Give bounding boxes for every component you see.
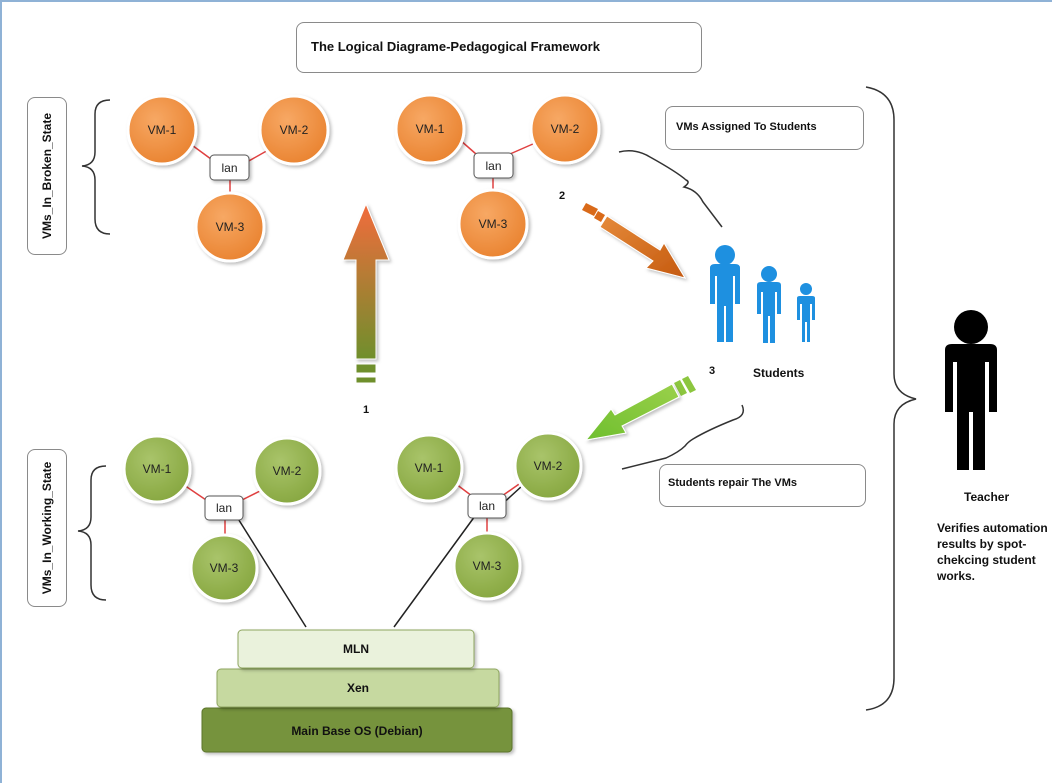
xen-layer bbox=[216, 668, 500, 708]
vm-label: VM-1 bbox=[416, 122, 445, 136]
vm-label: VM-2 bbox=[551, 122, 580, 136]
arrow-dash bbox=[682, 376, 696, 393]
step-2-label: 2 bbox=[559, 190, 565, 202]
lan-label: lan bbox=[479, 499, 495, 513]
lan-switch bbox=[467, 493, 507, 519]
broken-state-label-box: VMs_In_Broken_State bbox=[27, 97, 67, 255]
working-state-label-box: VMs_In_Working_State bbox=[27, 449, 67, 607]
step-3-label: 3 bbox=[709, 365, 715, 377]
vm-node bbox=[452, 531, 522, 601]
working-cluster-c: VM-1 VM-2 VM-3 lan bbox=[122, 434, 322, 628]
vm-node bbox=[394, 93, 466, 165]
vm-label: VM-2 bbox=[280, 123, 309, 137]
uplink-line bbox=[236, 516, 307, 628]
system-stack: Main Base OS (Debian) Xen MLN bbox=[201, 629, 513, 753]
broken-cluster-a: VM-1 VM-2 VM-3 lan bbox=[126, 94, 330, 263]
vm-node bbox=[126, 94, 198, 166]
teacher-icon bbox=[945, 310, 997, 470]
lan-label: lan bbox=[221, 161, 237, 175]
vm-node bbox=[258, 94, 330, 166]
vm-node bbox=[513, 431, 583, 501]
diagram-title: The Logical Diagrame-Pedagogical Framewo… bbox=[296, 22, 702, 73]
brace-broken bbox=[81, 99, 111, 235]
broken-state-label: VMs_In_Broken_State bbox=[40, 112, 54, 240]
vm-node bbox=[252, 436, 322, 506]
vm-label: VM-3 bbox=[210, 561, 239, 575]
lan-label: lan bbox=[485, 159, 501, 173]
mln-label: MLN bbox=[343, 642, 369, 656]
diagonal-arrow bbox=[584, 383, 680, 441]
base-os-layer bbox=[201, 707, 513, 753]
vm-node bbox=[194, 191, 266, 263]
mln-layer bbox=[237, 629, 475, 669]
vm-label: VM-2 bbox=[273, 464, 302, 478]
vm-label: VM-3 bbox=[216, 220, 245, 234]
vm-label: VM-2 bbox=[534, 459, 563, 473]
up-arrow bbox=[342, 202, 390, 360]
arrow-step-3: 3 bbox=[584, 365, 715, 441]
vm-node bbox=[122, 434, 192, 504]
vm-node bbox=[189, 533, 259, 603]
lan-switch bbox=[209, 154, 250, 181]
arrow-dash bbox=[594, 211, 605, 222]
link-line bbox=[501, 481, 523, 497]
vm-label: VM-1 bbox=[415, 461, 444, 475]
broken-cluster-b: VM-1 VM-2 VM-3 lan bbox=[394, 93, 601, 260]
step-1-label: 1 bbox=[363, 404, 369, 416]
brace-assigned bbox=[618, 150, 723, 228]
vm-node bbox=[457, 188, 529, 260]
teacher-label: Teacher bbox=[964, 490, 1010, 504]
vm-label: VM-1 bbox=[143, 462, 172, 476]
base-os-label: Main Base OS (Debian) bbox=[291, 724, 422, 738]
arrow-dash bbox=[355, 363, 377, 374]
brace-working bbox=[77, 465, 107, 601]
working-state-label: VMs_In_Working_State bbox=[40, 461, 54, 595]
brace-repair bbox=[621, 404, 745, 470]
vm-node bbox=[529, 93, 601, 165]
arrow-step-2: 2 bbox=[559, 190, 687, 279]
students-label: Students bbox=[753, 366, 805, 380]
arrow-dash bbox=[582, 203, 598, 216]
repair-callout: Students repair The VMs bbox=[659, 464, 866, 507]
vm-label: VM-3 bbox=[479, 217, 508, 231]
arrow-dash bbox=[355, 376, 377, 384]
brace-teacher bbox=[865, 86, 917, 711]
students-icon bbox=[710, 245, 815, 343]
lan-switch bbox=[204, 495, 244, 521]
lan-switch bbox=[473, 152, 514, 179]
working-cluster-d: VM-1 VM-2 VM-3 lan bbox=[393, 431, 583, 628]
diagonal-arrow bbox=[599, 215, 687, 279]
arrow-step-1: 1 bbox=[342, 202, 390, 416]
xen-label: Xen bbox=[347, 681, 369, 695]
vm-label: VM-3 bbox=[473, 559, 502, 573]
vm-label: VM-1 bbox=[148, 123, 177, 137]
uplink-line bbox=[393, 515, 476, 628]
teacher-description: Verifies automation results by spot-chek… bbox=[937, 521, 1048, 583]
assigned-callout: VMs Assigned To Students bbox=[665, 106, 864, 150]
lan-label: lan bbox=[216, 501, 232, 515]
arrow-dash bbox=[674, 380, 687, 396]
vm-node bbox=[394, 433, 464, 503]
